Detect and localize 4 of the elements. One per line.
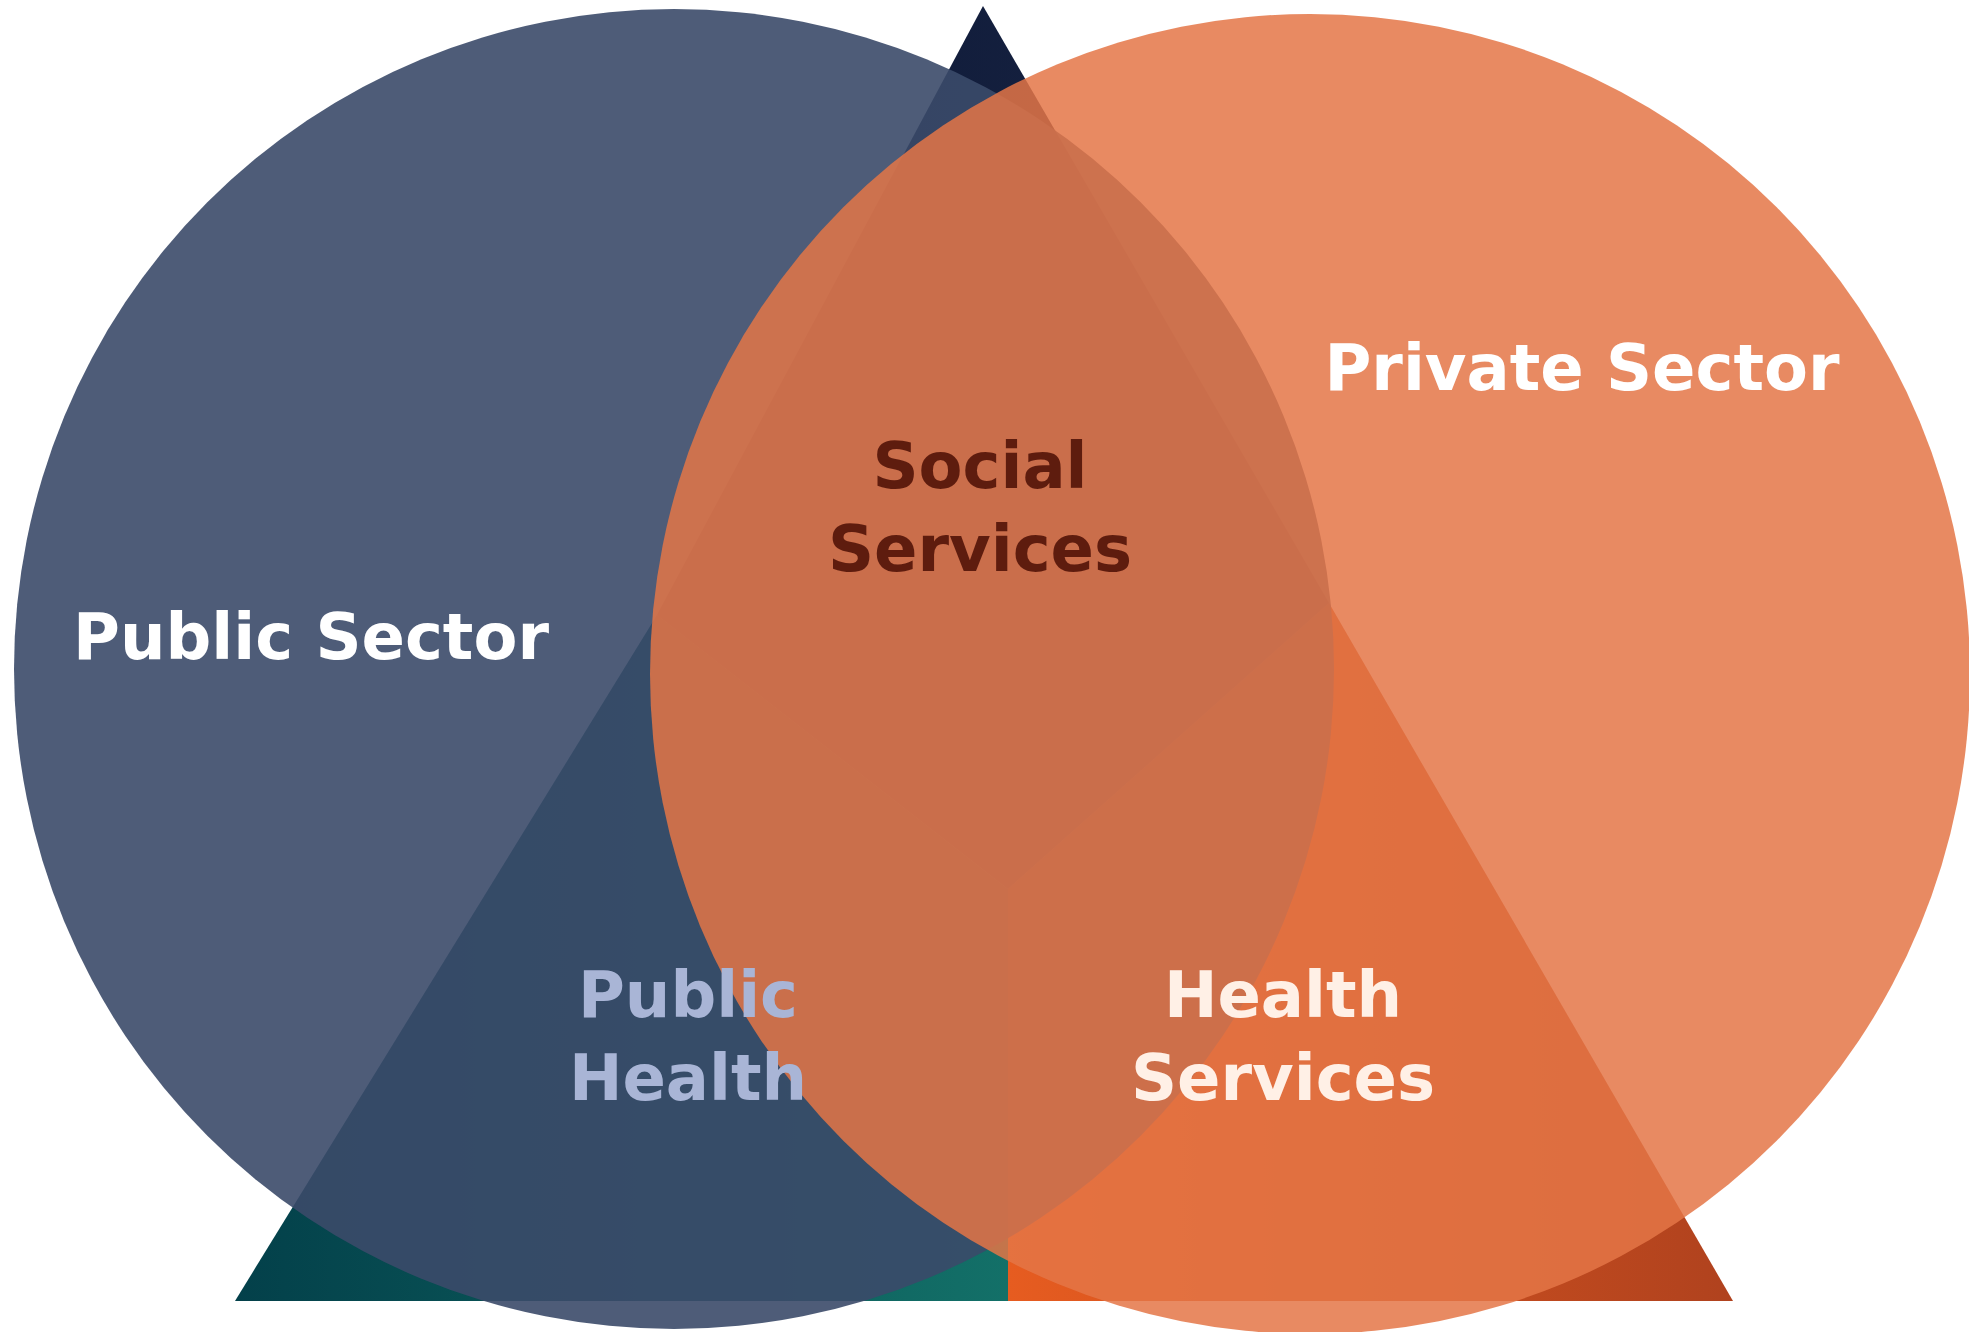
- region-label: Public Sector: [72, 598, 550, 676]
- region-label: Health Services: [1129, 957, 1437, 1118]
- region-label: Social Services: [826, 428, 1134, 589]
- region-label: Private Sector: [1323, 329, 1841, 407]
